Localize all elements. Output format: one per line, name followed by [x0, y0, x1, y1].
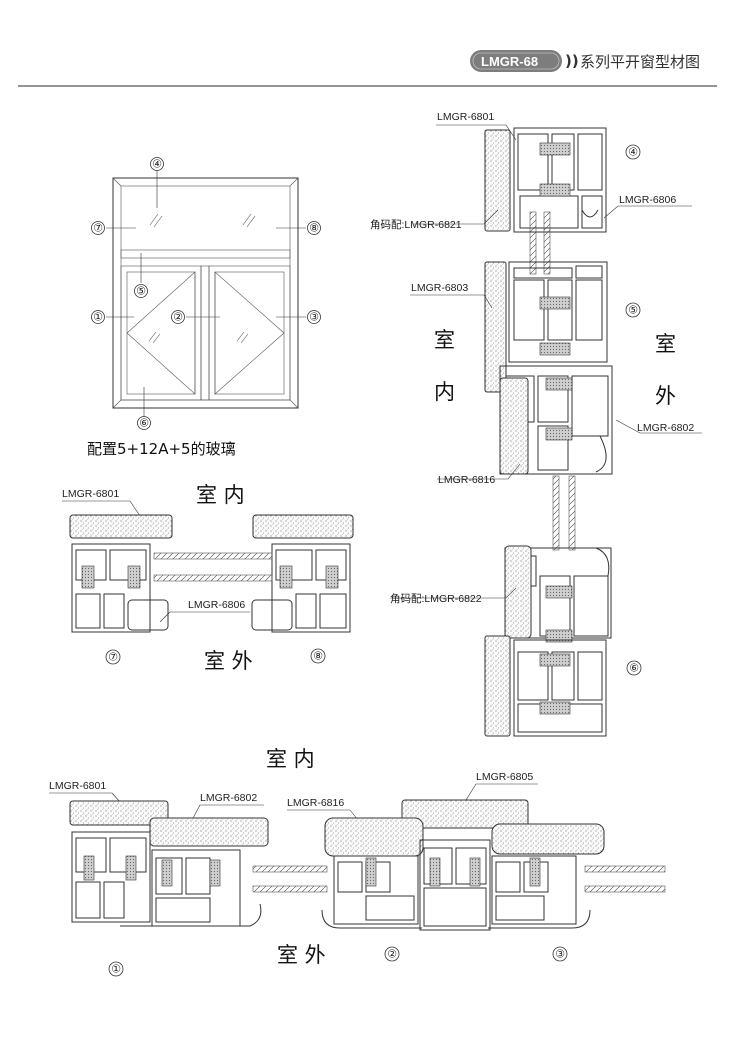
svg-text:③: ③ [555, 948, 565, 961]
svg-text:①: ① [93, 311, 103, 324]
marker-7-section: ⑦ [105, 649, 121, 665]
marker-8: ⑧ [307, 221, 321, 235]
svg-text:②: ② [387, 948, 397, 961]
indoor-label-78: 室 内 [196, 483, 245, 507]
svg-text:⑥: ⑥ [629, 662, 639, 675]
label-lmgr-6802-vertical: LMGR-6802 [637, 422, 694, 434]
badge-chevrons: )) [565, 52, 579, 70]
marker-6: ⑥ [137, 416, 151, 430]
label-corner-6821: 角码配:LMGR-6821 [370, 219, 462, 231]
label-lmgr-6806-vertical: LMGR-6806 [619, 194, 676, 206]
series-badge-text: LMGR-68 [481, 54, 538, 69]
svg-text:②: ② [173, 311, 183, 324]
marker-8-section: ⑧ [310, 648, 326, 664]
svg-text:④: ④ [152, 158, 162, 171]
page-header: LMGR-68 )) 系列平开窗型材图 [18, 50, 717, 87]
marker-7: ⑦ [91, 221, 105, 235]
label-lmgr-6806-78: LMGR-6806 [188, 599, 245, 611]
indoor-label-vertical-2: 内 [434, 380, 455, 404]
marker-3: ③ [307, 310, 321, 324]
label-corner-6822: 角码配:LMGR-6822 [390, 593, 482, 605]
page-title: 系列平开窗型材图 [580, 53, 700, 71]
series-badge [470, 50, 562, 72]
label-lmgr-6801-vertical: LMGR-6801 [437, 111, 494, 123]
marker-5-section: ⑤ [625, 302, 641, 318]
svg-text:⑦: ⑦ [108, 651, 118, 664]
svg-text:⑥: ⑥ [139, 417, 149, 430]
svg-text:⑦: ⑦ [93, 222, 103, 235]
marker-2-section: ② [384, 946, 400, 962]
marker-1: ① [91, 310, 105, 324]
svg-text:⑧: ⑧ [309, 222, 319, 235]
label-lmgr-6816-vertical: LMGR-6816 [438, 474, 495, 486]
svg-text:⑤: ⑤ [628, 304, 638, 317]
svg-text:③: ③ [309, 311, 319, 324]
svg-text:④: ④ [628, 146, 638, 159]
svg-text:⑤: ⑤ [136, 285, 146, 298]
label-lmgr-6802-bottom: LMGR-6802 [200, 792, 257, 804]
vertical-section: LMGR-6801 LMGR-6806 角码配:LMGR-6821 LMGR-6… [370, 111, 702, 737]
marker-6-section: ⑥ [626, 660, 642, 676]
outdoor-label-vertical-2: 外 [655, 384, 676, 408]
section-1-2-3: 室 内 LMGR-6801 LMGR-6802 LMGR-6816 LMGR-6… [49, 747, 666, 977]
section-7-8: 室 内 LMGR-6801 [62, 483, 354, 673]
label-lmgr-6805: LMGR-6805 [476, 771, 533, 783]
marker-2: ② [171, 310, 185, 324]
label-lmgr-6801-bottom: LMGR-6801 [49, 780, 106, 792]
outdoor-label-78: 室 外 [204, 649, 253, 673]
indoor-label-bottom: 室 内 [266, 747, 315, 771]
svg-text:①: ① [111, 963, 121, 976]
outdoor-label-vertical-1: 室 [655, 332, 676, 356]
label-lmgr-6816-bottom: LMGR-6816 [287, 797, 344, 809]
marker-4-section: ④ [625, 144, 641, 160]
marker-1-section: ① [108, 961, 124, 977]
window-elevation: ④ ⑦ ⑧ ⑤ ① ② ③ ⑥ 配置5+12A+5的玻璃 [87, 157, 321, 458]
svg-text:⑧: ⑧ [313, 650, 323, 663]
marker-5: ⑤ [134, 284, 148, 298]
marker-3-section: ③ [552, 946, 568, 962]
indoor-label-vertical-1: 室 [434, 328, 455, 352]
label-lmgr-6803: LMGR-6803 [411, 282, 468, 294]
glass-spec-caption: 配置5+12A+5的玻璃 [87, 440, 236, 458]
label-lmgr-6801-78: LMGR-6801 [62, 488, 119, 500]
outdoor-label-bottom: 室 外 [277, 943, 326, 967]
marker-4: ④ [150, 157, 164, 171]
